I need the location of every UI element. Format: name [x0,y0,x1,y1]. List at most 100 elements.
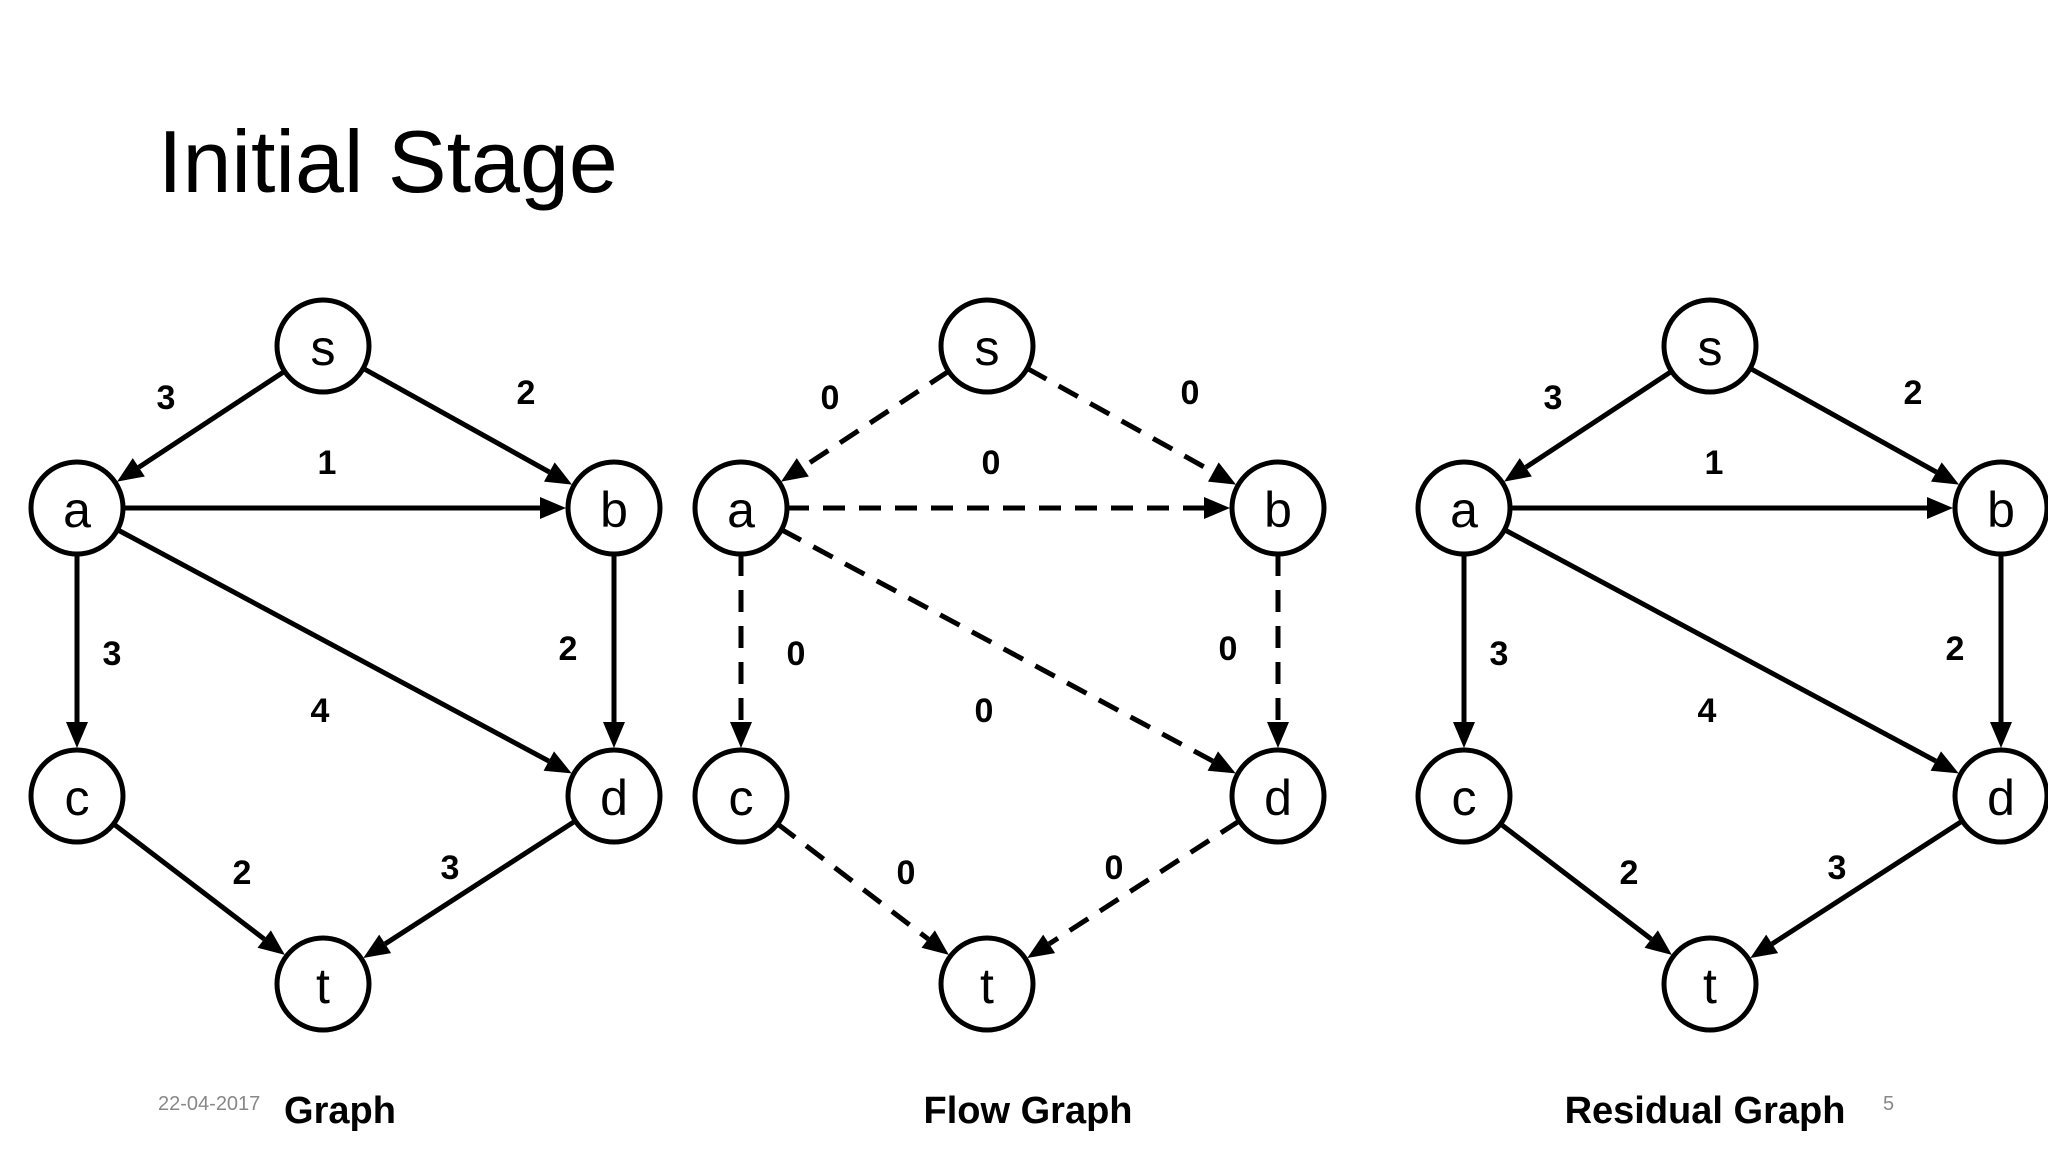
arrowhead-a-c [66,722,88,748]
node-d [565,747,663,845]
graph-caption: Graph [284,1090,396,1132]
node-a [692,459,790,557]
edge-label-a-b: 1 [1705,444,1724,482]
node-label-b: b [1987,482,2015,538]
arrowhead-a-d [1207,751,1236,774]
node-label-t: t [1703,958,1717,1014]
node-label-d: d [1987,770,2015,826]
node-a [1415,459,1513,557]
edge-label-a-b: 0 [982,444,1001,482]
arrowhead-s-a [781,458,809,482]
edge-label-s-b: 2 [1904,374,1923,412]
node-label-a: a [727,482,755,538]
edge-label-d-t: 0 [1105,849,1124,887]
node-t [938,935,1036,1033]
node-label-d: d [600,770,628,826]
node-label-c: c [729,770,754,826]
node-b [565,459,663,557]
edge-label-d-t: 3 [1828,849,1847,887]
arrowhead-c-t [257,930,285,955]
edge-c-t [776,821,930,942]
edge-label-a-b: 1 [318,444,337,482]
edge-label-s-a: 3 [1544,379,1563,417]
edge-d-t [1770,818,1964,946]
edge-a-d [1503,527,1937,764]
node-label-b: b [1264,482,1292,538]
edge-a-d [780,527,1214,764]
arrowhead-d-t [1027,934,1056,958]
node-b [1229,459,1327,557]
edge-s-b [1748,366,1938,475]
arrowhead-c-t [921,930,949,955]
node-label-a: a [63,482,91,538]
node-s [938,297,1036,395]
node-s [274,297,372,395]
node-t [1661,935,1759,1033]
edge-s-a [137,369,286,470]
edge-a-d [116,527,550,764]
footer-date: 22-04-2017 [158,1093,261,1115]
arrowhead-a-b [1927,497,1953,519]
residual-graph-caption: Residual Graph [1564,1090,1846,1132]
arrowhead-a-c [730,722,752,748]
edge-label-a-d: 0 [975,692,994,730]
node-label-t: t [980,958,994,1014]
edge-label-b-d: 2 [559,630,578,668]
arrowhead-a-b [540,497,566,519]
arrowhead-a-c [1453,722,1475,748]
edge-label-a-d: 4 [311,692,330,730]
arrowhead-s-a [1504,458,1532,482]
edge-label-d-t: 3 [441,849,460,887]
arrowhead-c-t [1644,930,1672,955]
edge-c-t [112,821,266,942]
edge-c-t [1499,821,1653,942]
arrowhead-d-t [1750,934,1779,958]
arrowhead-s-a [117,458,145,482]
edge-label-a-d: 4 [1698,692,1717,730]
node-t [274,935,372,1033]
node-c [1415,747,1513,845]
node-label-b: b [600,482,628,538]
flow-graph-caption: Flow Graph [923,1090,1133,1132]
arrowhead-a-d [543,751,572,774]
node-label-t: t [316,958,330,1014]
graph-panel-2: 3 2 1 3 4 2 2 3 s a b c d t [1415,297,2048,1033]
node-label-a: a [1450,482,1478,538]
node-b [1952,459,2048,557]
node-label-c: c [65,770,90,826]
edge-label-a-c: 3 [1490,635,1509,673]
arrowhead-b-d [1990,722,2012,748]
node-label-d: d [1264,770,1292,826]
edge-label-s-b: 2 [517,374,536,412]
edge-label-b-d: 0 [1219,630,1238,668]
arrowhead-s-b [543,462,573,485]
node-label-c: c [1452,770,1477,826]
arrowhead-s-b [1207,462,1237,485]
edge-d-t [1047,818,1241,946]
edge-label-s-b: 0 [1181,374,1200,412]
arrowhead-a-b [1204,497,1230,519]
edge-label-s-a: 0 [821,379,840,417]
edge-label-a-c: 3 [103,635,122,673]
node-c [692,747,790,845]
node-s [1661,297,1759,395]
edge-label-a-c: 0 [787,635,806,673]
arrowhead-b-d [603,722,625,748]
arrowhead-s-b [1930,462,1960,485]
node-label-s: s [1698,320,1723,376]
edge-s-b [361,366,551,475]
node-a [28,459,126,557]
edge-label-b-d: 2 [1946,630,1965,668]
arrowhead-b-d [1267,722,1289,748]
arrowhead-a-d [1930,751,1959,774]
edge-s-a [801,369,950,470]
footer-page-number: 5 [1883,1093,1895,1115]
edge-label-c-t: 0 [897,854,916,892]
node-d [1229,747,1327,845]
edge-label-c-t: 2 [1620,854,1639,892]
node-d [1952,747,2048,845]
